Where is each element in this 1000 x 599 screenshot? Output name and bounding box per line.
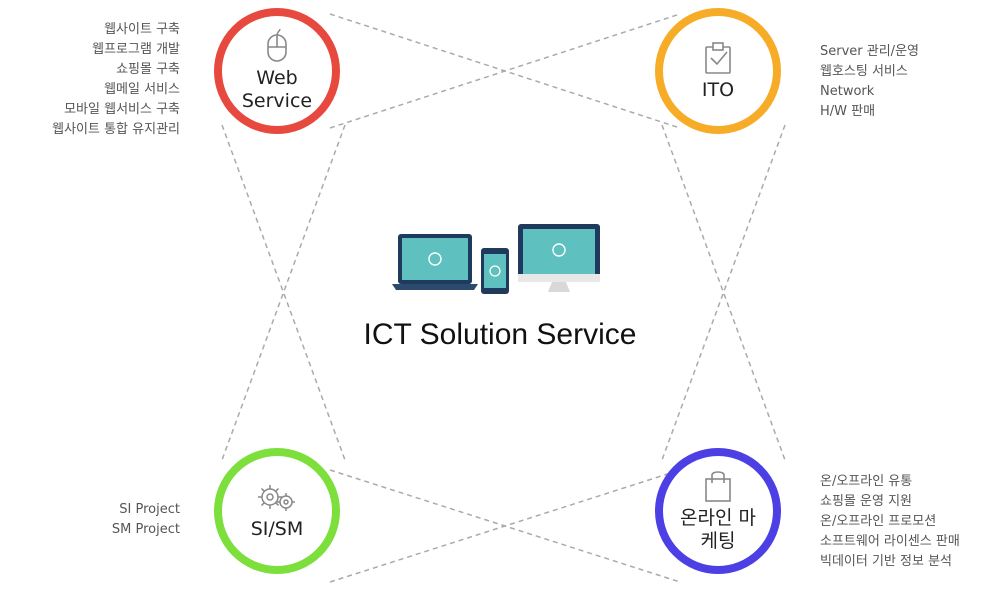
ito-node[interactable]: ITO — [655, 8, 781, 134]
si-sm-node[interactable]: SI/SM — [214, 448, 340, 574]
diagram-title: ICT Solution Service — [363, 318, 637, 351]
list-item: 웹호스팅 서비스 — [820, 64, 908, 79]
online-marketing-items: 온/오프라인 유통 쇼핑몰 운영 지원 온/오프라인 프로모션 소프트웨어 라이… — [820, 472, 960, 572]
online-marketing-node[interactable]: 온라인 마케팅 — [655, 448, 781, 574]
list-item: 쇼핑몰 구축 — [116, 62, 180, 77]
phone-icon — [481, 248, 509, 294]
list-item: 온/오프라인 프로모션 — [820, 514, 937, 529]
list-item: 모바일 웹서비스 구축 — [64, 102, 180, 117]
si-sm-items: SI Project SM Project — [112, 500, 180, 540]
mouse-icon — [267, 29, 287, 62]
web-service-items: 웹사이트 구축 웹프로그램 개발 쇼핑몰 구축 웹메일 서비스 모바일 웹서비스… — [52, 20, 180, 140]
list-item: 웹사이트 구축 — [104, 22, 180, 37]
ito-label: ITO — [701, 78, 735, 101]
list-item: 온/오프라인 유통 — [820, 474, 913, 489]
list-item: 웹프로그램 개발 — [92, 42, 180, 57]
list-item: H/W 판매 — [820, 104, 876, 119]
gears-icon — [258, 484, 295, 511]
si-sm-label: SI/SM — [250, 517, 304, 540]
web-service-label: Web Service — [241, 67, 313, 112]
monitor-icon — [518, 224, 600, 292]
list-item: 쇼핑몰 운영 지원 — [820, 494, 912, 509]
list-item: 웹메일 서비스 — [104, 82, 180, 97]
list-item: Server 관리/운영 — [820, 44, 919, 59]
list-item: 웹사이트 통합 유지관리 — [52, 122, 180, 137]
ito-items: Server 관리/운영 웹호스팅 서비스 Network H/W 판매 — [820, 42, 919, 122]
list-item: 빅데이터 기반 정보 분석 — [820, 554, 952, 569]
devices-illustration — [392, 224, 600, 294]
list-item: 소프트웨어 라이센스 판매 — [820, 534, 960, 549]
laptop-icon — [392, 234, 478, 290]
list-item: Network — [820, 84, 875, 99]
web-service-node[interactable]: Web Service — [214, 8, 340, 134]
shopping-bag-icon — [705, 471, 731, 502]
list-item: SM Project — [111, 522, 180, 537]
list-item: SI Project — [119, 502, 180, 517]
clipboard-check-icon — [705, 41, 731, 74]
online-marketing-label: 온라인 마케팅 — [680, 507, 756, 552]
